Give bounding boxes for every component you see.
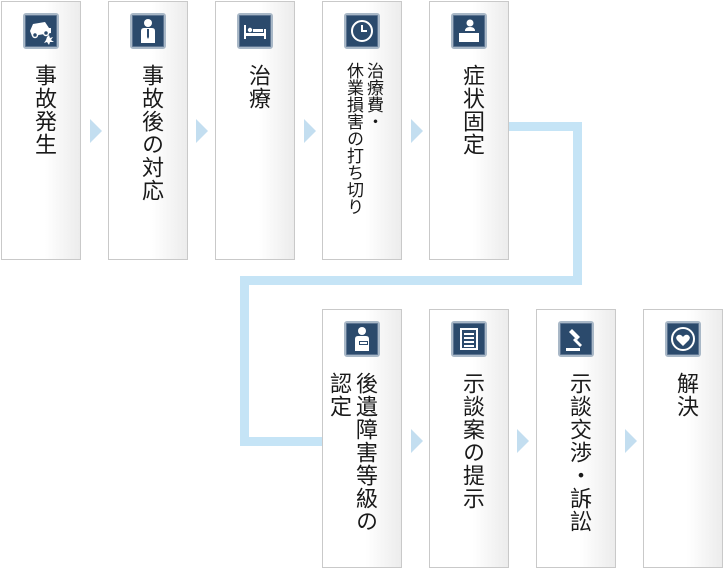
reception-desk-icon (451, 13, 487, 49)
car-crash-icon (23, 13, 59, 49)
flow-arrow (196, 119, 208, 143)
connector-line (240, 276, 582, 285)
step-label: 治療 (245, 64, 270, 110)
step-label: 後遺障害等級の 認定 (326, 372, 377, 533)
step-proposal: 示談案の提示 (429, 309, 509, 568)
step-resolution: 解決 (643, 309, 723, 568)
step-certification: 後遺障害等級の 認定 (322, 309, 402, 568)
connector-line (573, 122, 582, 285)
step-fixation: 症状固定 (429, 1, 509, 260)
heart-icon (665, 321, 701, 357)
step-label: 解決 (673, 372, 698, 418)
injured-person-icon (344, 321, 380, 357)
flow-arrow (304, 119, 316, 143)
step-label: 症状固定 (459, 64, 484, 156)
gavel-icon (558, 321, 594, 357)
step-accident: 事故発生 (1, 1, 81, 260)
step-negotiation: 示談交渉・訴訟 (536, 309, 616, 568)
person-icon (130, 13, 166, 49)
step-response: 事故後の対応 (108, 1, 188, 260)
flow-arrow (517, 429, 529, 453)
flow-arrow (90, 119, 102, 143)
step-label: 示談交渉・訴訟 (566, 372, 591, 533)
connector-line (240, 437, 324, 446)
clock-icon (344, 13, 380, 49)
step-label: 示談案の提示 (459, 372, 484, 510)
step-label: 事故発生 (31, 64, 56, 156)
flow-arrow (411, 429, 423, 453)
hospital-bed-icon (237, 13, 273, 49)
step-termination: 治療費・ 休業損害の打ち切り (322, 1, 402, 260)
flow-arrow (411, 119, 423, 143)
document-icon (451, 321, 487, 357)
connector-line (240, 276, 249, 446)
connector-line (508, 122, 582, 131)
step-label: 治療費・ 休業損害の打ち切り (343, 62, 383, 215)
flow-arrow (625, 429, 637, 453)
step-label: 事故後の対応 (138, 64, 163, 202)
step-treatment: 治療 (215, 1, 295, 260)
